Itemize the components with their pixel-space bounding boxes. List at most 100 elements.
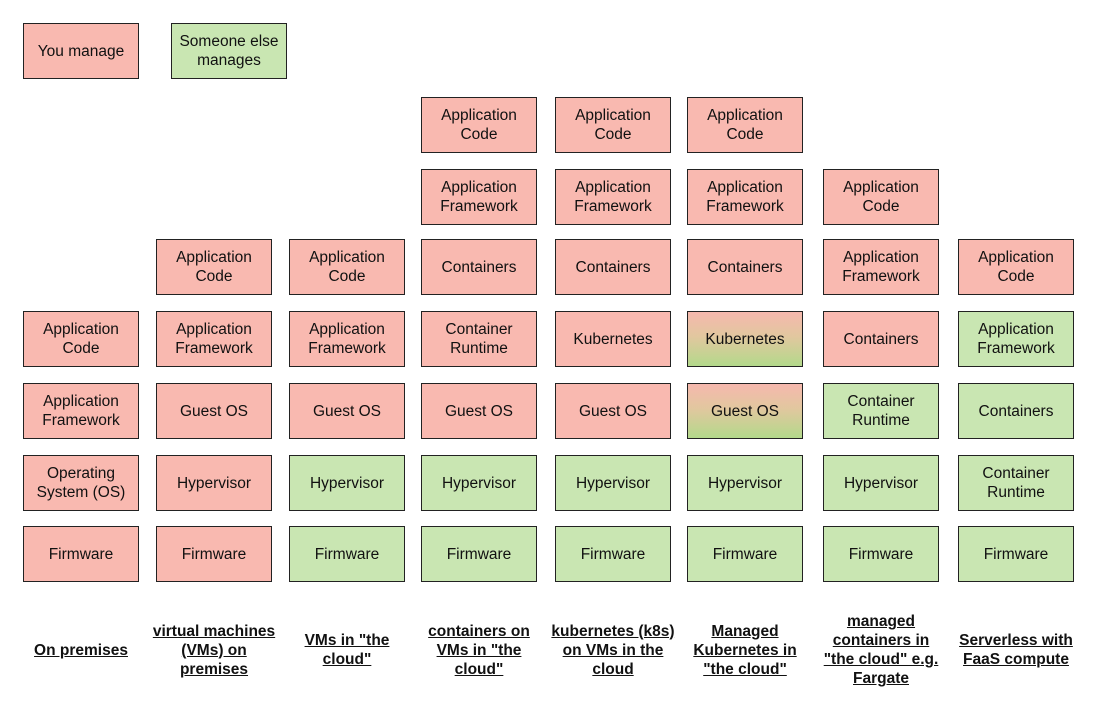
layer-box: Hypervisor (421, 455, 537, 511)
layer-box: Guest OS (156, 383, 272, 439)
layer-text: Hypervisor (176, 474, 252, 492)
layer-text: Application Framework (574, 179, 652, 215)
layer-text: Firmware (712, 545, 778, 563)
layer-text: Containers (707, 258, 783, 276)
layer-text: Application Framework (706, 179, 784, 215)
layer-text: Application Code (575, 107, 651, 143)
layer-box: Firmware (289, 526, 405, 582)
layer-text: Hypervisor (309, 474, 385, 492)
layer-box: Hypervisor (687, 455, 803, 511)
column-label: containers on VMs in "the cloud" (428, 622, 530, 678)
layer-box: Kubernetes (687, 311, 803, 367)
column-label: virtual machines (VMs) on premises (152, 622, 276, 678)
layer-box: Hypervisor (156, 455, 272, 511)
layer-box: Application Framework (823, 239, 939, 295)
layer-text: Application Code (43, 321, 119, 357)
layer-box: Containers (421, 239, 537, 295)
layer-box: Container Runtime (421, 311, 537, 367)
layer-text: Guest OS (578, 402, 648, 420)
layer-box: Guest OS (555, 383, 671, 439)
layer-text: Application Framework (977, 321, 1055, 357)
layer-box: Hypervisor (823, 455, 939, 511)
layer-text: Firmware (446, 545, 512, 563)
layer-box: Application Code (289, 239, 405, 295)
layer-box: Firmware (421, 526, 537, 582)
layer-text: Application Code (843, 179, 919, 215)
layer-text: Application Framework (440, 179, 518, 215)
layer-box: Application Code (555, 97, 671, 153)
column-label: managed containers in "the cloud" e.g. F… (823, 613, 939, 687)
layer-text: Firmware (181, 545, 247, 563)
layer-box: Containers (958, 383, 1074, 439)
layer-text: Hypervisor (843, 474, 919, 492)
layer-text: Container Runtime (847, 393, 915, 429)
layer-box: Firmware (156, 526, 272, 582)
legend-someone-else-manages: Someone else manages (171, 23, 287, 79)
layer-box: Application Framework (156, 311, 272, 367)
layer-text: Application Code (441, 107, 517, 143)
layer-text: Firmware (848, 545, 914, 563)
layer-text: Operating System (OS) (36, 465, 126, 501)
layer-text: Firmware (580, 545, 646, 563)
layer-text: Application Code (707, 107, 783, 143)
layer-box: Application Framework (555, 169, 671, 225)
layer-text: Application Framework (42, 393, 120, 429)
column-label: Serverless with FaaS compute (959, 632, 1073, 668)
layer-box: Containers (555, 239, 671, 295)
layer-box: Containers (823, 311, 939, 367)
layer-text: Kubernetes (705, 330, 785, 348)
layer-text: Containers (575, 258, 651, 276)
layer-box: Application Framework (289, 311, 405, 367)
column-label: kubernetes (k8s) on VMs in the cloud (551, 622, 675, 678)
layer-text: Containers (843, 330, 919, 348)
layer-box: Application Framework (23, 383, 139, 439)
layer-text: Application Code (978, 249, 1054, 285)
layer-box: Firmware (958, 526, 1074, 582)
layer-text: Firmware (983, 545, 1049, 563)
layer-text: Guest OS (444, 402, 514, 420)
layer-text: Hypervisor (575, 474, 651, 492)
layer-box: Container Runtime (958, 455, 1074, 511)
legend-someone-else-text: Someone else manages (179, 33, 279, 69)
layer-box: Guest OS (289, 383, 405, 439)
layer-box: Application Framework (687, 169, 803, 225)
column-label: On premises (34, 641, 128, 659)
layer-box: Firmware (823, 526, 939, 582)
layer-text: Kubernetes (573, 330, 653, 348)
layer-text: Application Framework (842, 249, 920, 285)
column-label: VMs in "the cloud" (304, 632, 390, 668)
layer-box: Firmware (555, 526, 671, 582)
layer-text: Hypervisor (441, 474, 517, 492)
layer-box: Hypervisor (289, 455, 405, 511)
layer-box: Firmware (687, 526, 803, 582)
layer-box: Operating System (OS) (23, 455, 139, 511)
legend-you-manage-text: You manage (37, 42, 125, 60)
layer-box: Application Code (823, 169, 939, 225)
layer-box: Guest OS (421, 383, 537, 439)
layer-text: Firmware (314, 545, 380, 563)
layer-text: Containers (441, 258, 517, 276)
layer-box: Application Framework (958, 311, 1074, 367)
layer-text: Application Code (309, 249, 385, 285)
layer-text: Container Runtime (982, 465, 1050, 501)
layer-box: Application Code (23, 311, 139, 367)
layer-box: Application Framework (421, 169, 537, 225)
layer-text: Application Framework (175, 321, 253, 357)
layer-text: Hypervisor (707, 474, 783, 492)
layer-text: Guest OS (179, 402, 249, 420)
layer-text: Application Framework (308, 321, 386, 357)
layer-box: Kubernetes (555, 311, 671, 367)
layer-box: Application Code (687, 97, 803, 153)
layer-text: Application Code (176, 249, 252, 285)
column-label: Managed Kubernetes in "the cloud" (693, 622, 797, 678)
layer-text: Guest OS (312, 402, 382, 420)
layer-box: Firmware (23, 526, 139, 582)
layer-box: Hypervisor (555, 455, 671, 511)
layer-text: Guest OS (710, 402, 780, 420)
layer-box: Application Code (958, 239, 1074, 295)
layer-text: Firmware (48, 545, 114, 563)
layer-text: Containers (978, 402, 1054, 420)
layer-box: Application Code (156, 239, 272, 295)
layer-box: Guest OS (687, 383, 803, 439)
layer-box: Containers (687, 239, 803, 295)
